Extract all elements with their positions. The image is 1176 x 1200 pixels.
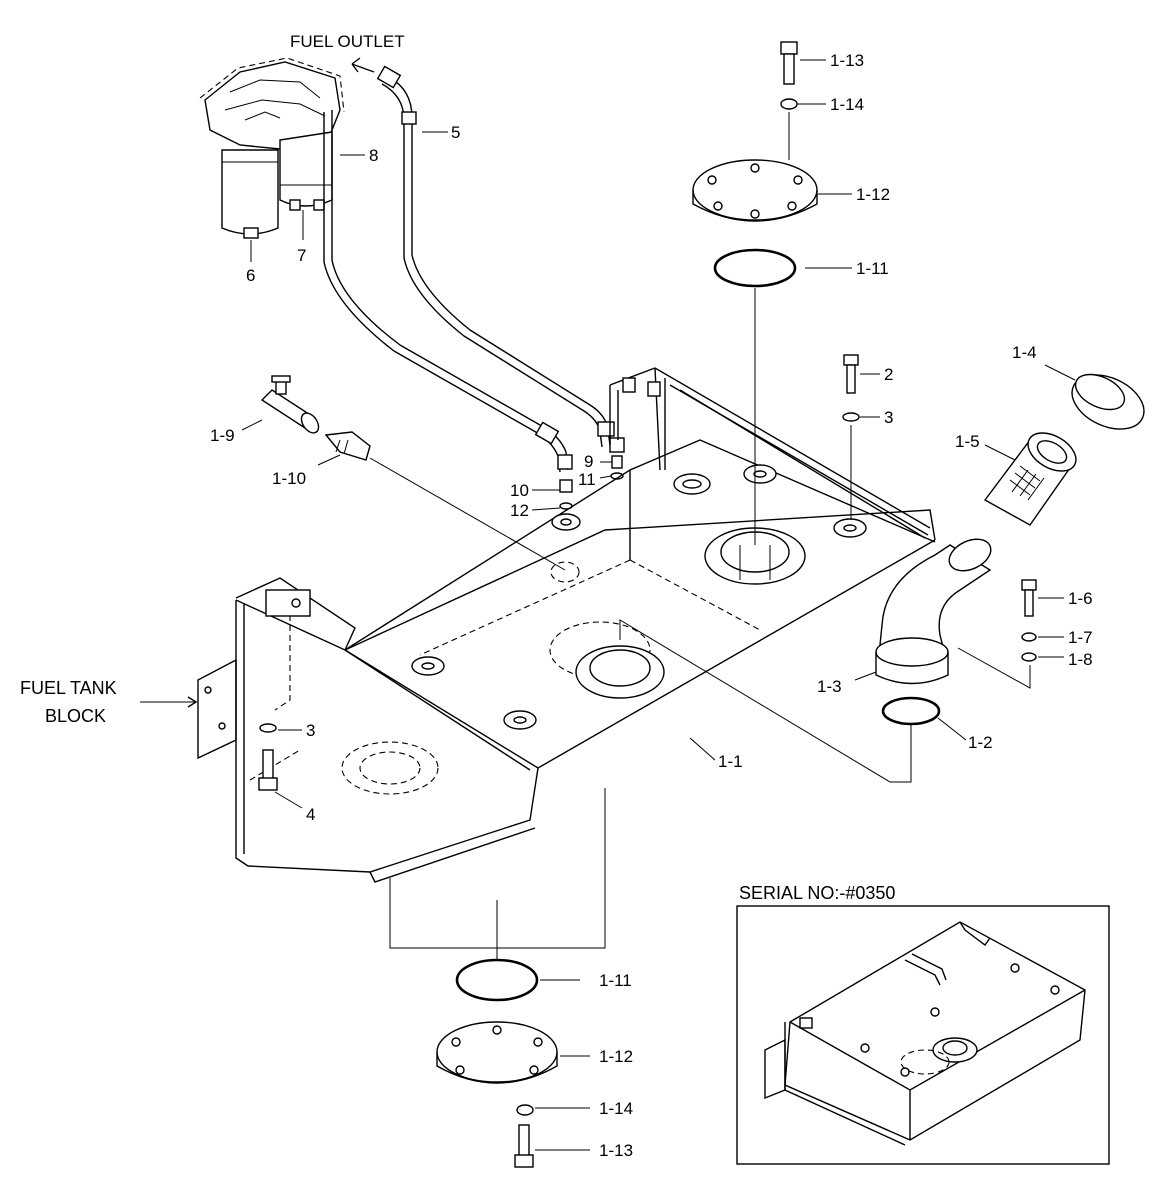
callout-6: 6 bbox=[246, 266, 255, 285]
callout-1-13-bottom: 1-13 bbox=[599, 1141, 633, 1160]
hoses bbox=[323, 57, 625, 510]
labels: FUEL OUTLET FUEL TANK BLOCK SERIAL NO:-#… bbox=[20, 32, 1093, 1160]
callout-11: 11 bbox=[578, 470, 596, 489]
callout-1-13-top: 1-13 bbox=[830, 51, 864, 70]
fuel-filter-assembly bbox=[199, 57, 345, 239]
annotation-fuel-outlet: FUEL OUTLET bbox=[290, 32, 405, 51]
callout-4: 4 bbox=[306, 805, 315, 824]
leader-lines bbox=[140, 59, 1076, 1151]
callout-1-4: 1-4 bbox=[1012, 343, 1037, 362]
callout-3-left: 3 bbox=[306, 721, 315, 740]
callout-1-9: 1-9 bbox=[210, 426, 235, 445]
callout-7: 7 bbox=[297, 246, 306, 265]
callout-1-5: 1-5 bbox=[955, 432, 980, 451]
callout-1-2: 1-2 bbox=[968, 733, 993, 752]
annotation-fuel-tank-line2: BLOCK bbox=[45, 706, 106, 726]
callout-1-8: 1-8 bbox=[1068, 650, 1093, 669]
callout-1-1: 1-1 bbox=[718, 752, 743, 771]
callout-5: 5 bbox=[451, 123, 460, 142]
serial-inset bbox=[736, 905, 1110, 1165]
bottom-cover-stack bbox=[389, 788, 606, 1168]
callout-10: 10 bbox=[510, 481, 529, 500]
callout-1-10: 1-10 bbox=[272, 469, 306, 488]
filler-neck-assembly bbox=[842, 354, 1145, 726]
callout-1-12-top: 1-12 bbox=[856, 185, 890, 204]
callout-1-14-top: 1-14 bbox=[830, 95, 864, 114]
left-bolt-parts bbox=[258, 723, 278, 791]
callout-2: 2 bbox=[884, 365, 893, 384]
callout-9: 9 bbox=[584, 452, 593, 471]
annotation-serial-no: SERIAL NO:-#0350 bbox=[739, 883, 895, 903]
callout-8: 8 bbox=[369, 146, 378, 165]
annotation-fuel-tank-line1: FUEL TANK bbox=[20, 678, 117, 698]
callout-1-11-top: 1-11 bbox=[856, 259, 889, 278]
callout-12: 12 bbox=[510, 501, 529, 520]
callout-1-12-bottom: 1-12 bbox=[599, 1047, 633, 1066]
callout-1-6: 1-6 bbox=[1068, 589, 1093, 608]
drain-cock-assembly bbox=[260, 375, 371, 461]
callout-3-right: 3 bbox=[884, 408, 893, 427]
fuel-tank-body bbox=[197, 367, 936, 883]
callout-1-14-bottom: 1-14 bbox=[599, 1099, 633, 1118]
callout-1-11-bottom: 1-11 bbox=[599, 971, 632, 990]
callout-1-7: 1-7 bbox=[1068, 628, 1093, 647]
callout-1-3: 1-3 bbox=[817, 677, 842, 696]
top-cover-stack bbox=[692, 41, 818, 545]
